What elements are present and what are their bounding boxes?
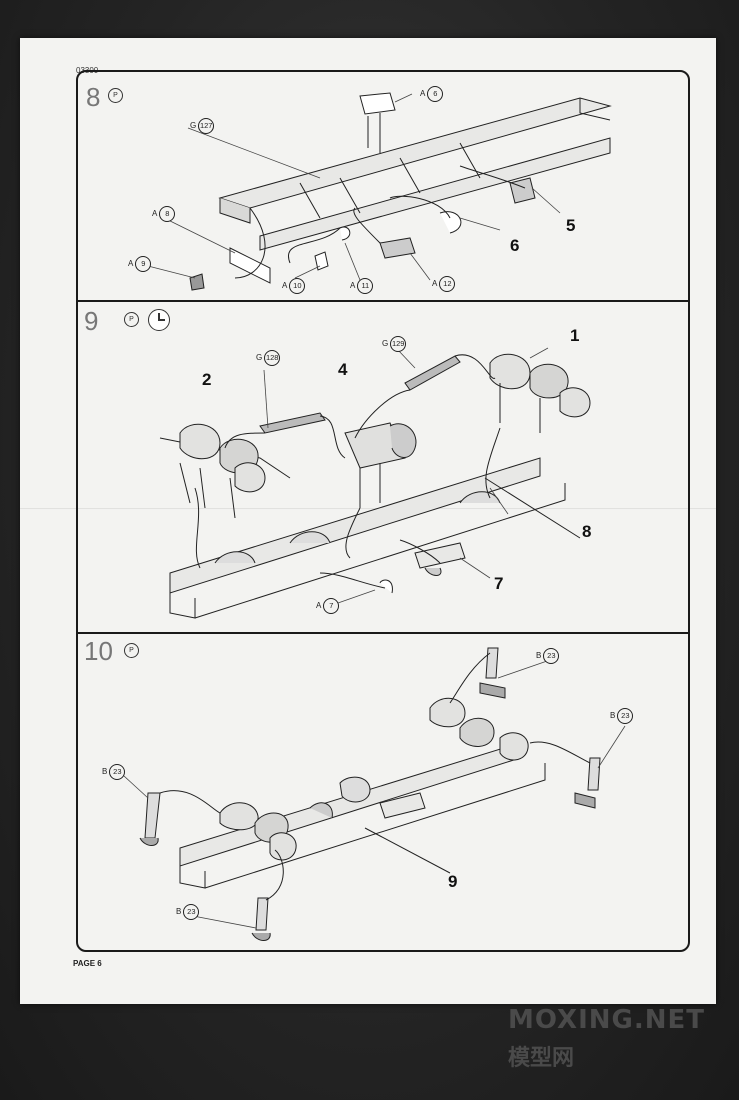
paint-icon: P <box>124 643 139 658</box>
step-10-assembly <box>139 647 601 941</box>
step-10-number: 10 <box>84 636 113 666</box>
steps-frame <box>76 70 690 952</box>
step-8-chassis-frame <box>189 92 612 291</box>
sub-number-6: 6 <box>510 236 520 255</box>
watermark-logo: MOXING.NET <box>508 1005 706 1035</box>
callout-leaders <box>123 93 626 929</box>
step-9-assembly <box>159 353 591 619</box>
sub-number-5: 5 <box>566 216 576 235</box>
step-divider-8-9 <box>76 300 688 302</box>
paint-icon: P <box>108 88 123 103</box>
sub-number-1: 1 <box>570 326 580 345</box>
instruction-sheet: 03300 8 P 9 P 10 P <box>20 38 716 1004</box>
clock-icon <box>148 309 170 331</box>
page-label: PAGE 6 <box>73 959 102 968</box>
step-9-number: 9 <box>84 306 99 336</box>
paint-icon: P <box>124 312 139 327</box>
watermark-sub: 模型网 <box>508 1046 575 1071</box>
sub-number-8: 8 <box>582 522 592 541</box>
paper-fold <box>20 508 716 510</box>
sub-number-9: 9 <box>448 872 458 891</box>
step-divider-9-10 <box>76 632 688 634</box>
sub-number-7: 7 <box>494 574 504 593</box>
step-8-number: 8 <box>86 82 101 112</box>
sub-number-4: 4 <box>338 360 348 379</box>
sub-number-2: 2 <box>202 370 212 389</box>
assembly-line-art <box>123 92 626 941</box>
